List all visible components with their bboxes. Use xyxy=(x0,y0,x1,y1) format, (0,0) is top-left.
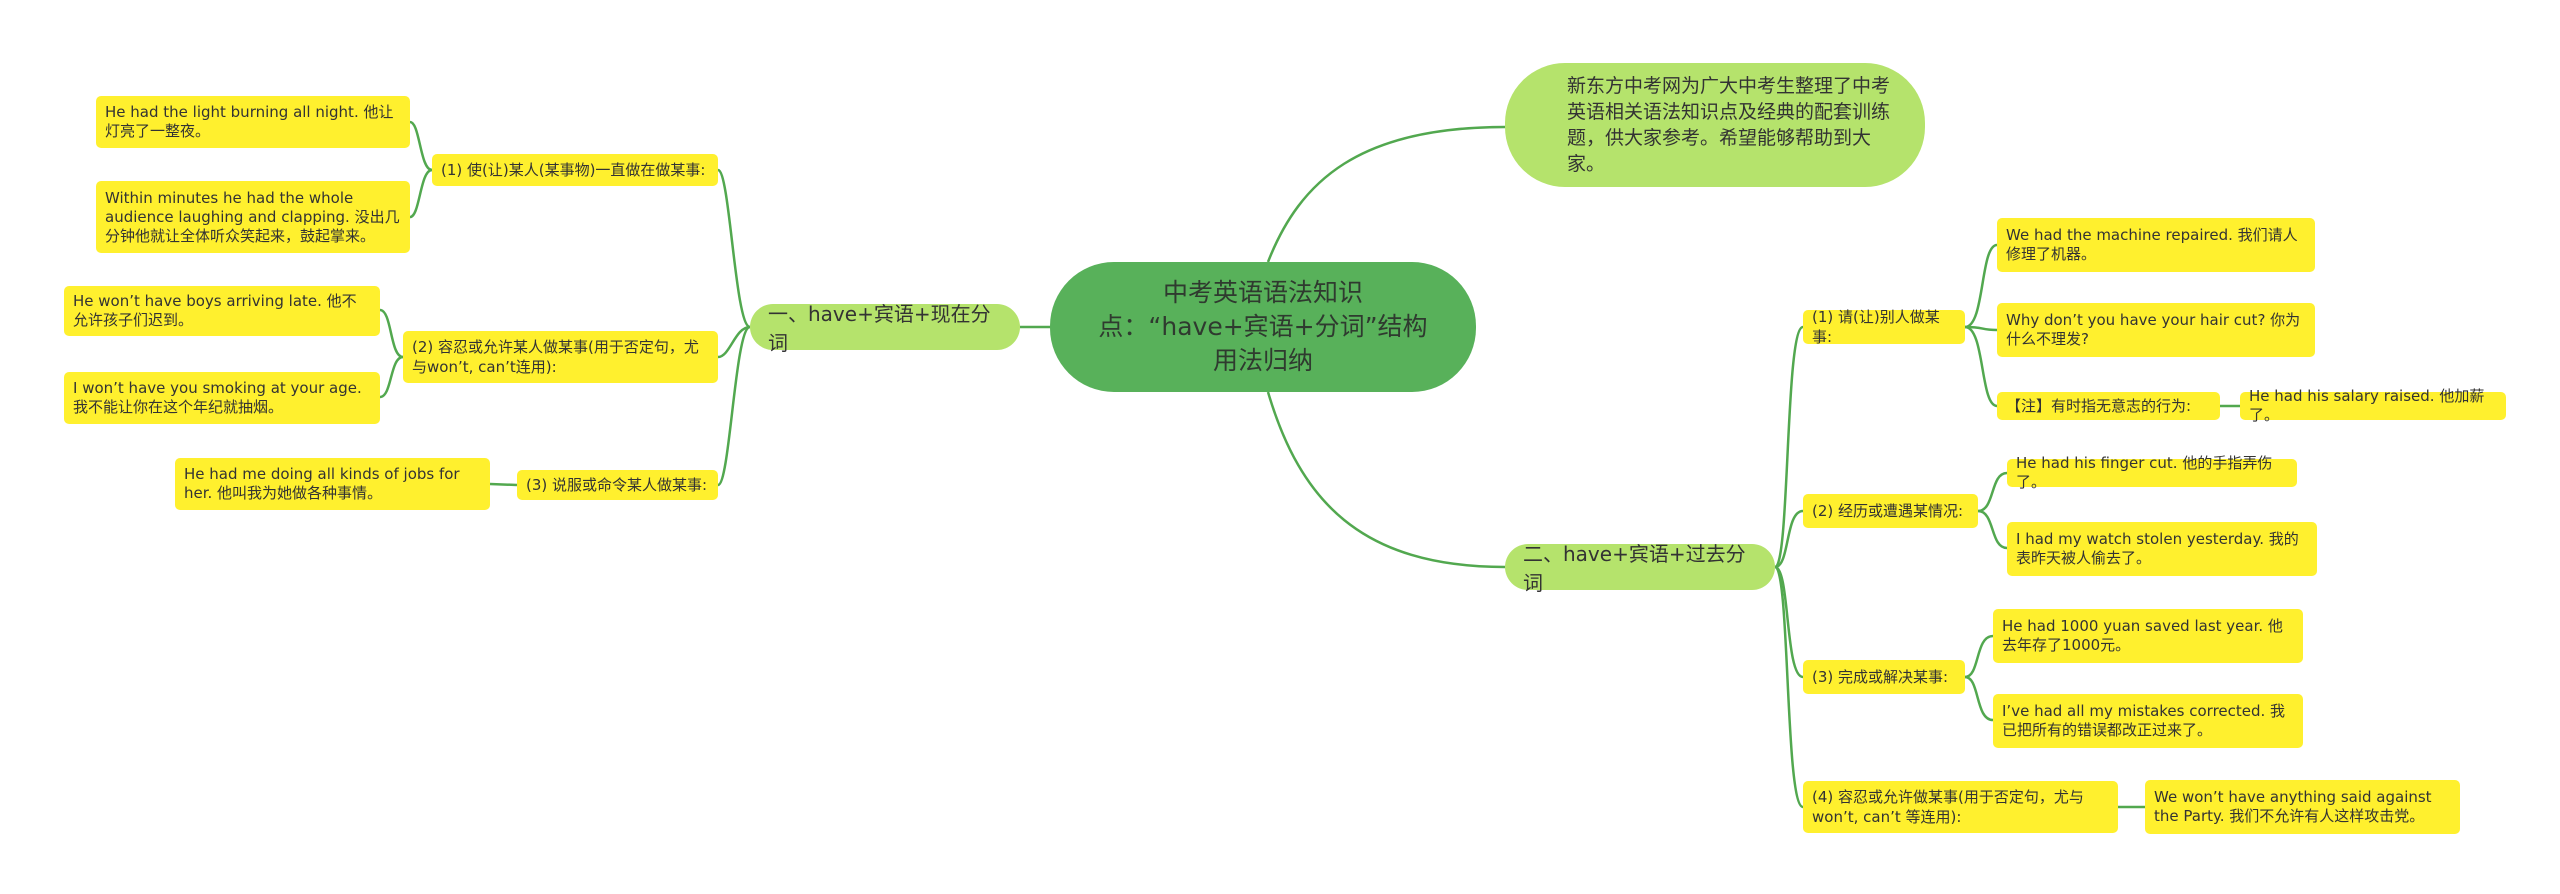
sub-keep-doing[interactable]: (1) 使(让)某人(某事物)一直做在做某事: xyxy=(432,154,718,186)
link-b1-sub1 xyxy=(716,168,751,329)
leaf-example[interactable]: We had the machine repaired. 我们请人修理了机器。 xyxy=(1997,218,2315,272)
leaf-text: Within minutes he had the whole audience… xyxy=(105,188,400,245)
sub-tolerate[interactable]: (2) 容忍或允许某人做某事(用于否定句，尤与won’t, can’t连用): xyxy=(403,331,718,383)
link-b1-sub3 xyxy=(716,325,751,487)
sub-ask-someone[interactable]: (1) 请(让)别人做某事: xyxy=(1803,308,1965,346)
leaf-text: 【注】有时指无意志的行为: xyxy=(2006,396,2192,415)
leaf-example[interactable]: I won’t have you smoking at your age. 我不… xyxy=(64,372,380,424)
link-s13-l1 xyxy=(489,482,518,487)
link-s11-l1 xyxy=(409,120,433,172)
sub-persuade[interactable]: (3) 说服或命令某人做某事: xyxy=(517,470,718,500)
link-s21-l1 xyxy=(1964,243,1998,329)
link-s12-l2 xyxy=(379,355,404,399)
leaf-text: He had the light burning all night. 他让灯亮… xyxy=(105,103,394,140)
leaf-text: I won’t have you smoking at your age. 我不… xyxy=(73,379,362,416)
root-topic[interactable]: 中考英语语法知识点：“have+宾语+分词”结构用法归纳 xyxy=(1050,262,1476,392)
sub-label: (3) 完成或解决某事: xyxy=(1812,668,1949,686)
leaf-example[interactable]: He won’t have boys arriving late. 他不允许孩子… xyxy=(64,286,380,336)
link-s12-l1 xyxy=(379,308,404,359)
leaf-example[interactable]: We won’t have anything said against the … xyxy=(2145,780,2460,834)
link-b2-sub3 xyxy=(1774,565,1804,679)
leaf-example[interactable]: He had his salary raised. 他加薪了。 xyxy=(2240,387,2506,424)
link-s21-l3 xyxy=(1964,325,1998,408)
sub-label: (3) 说服或命令某人做某事: xyxy=(526,476,708,494)
leaf-example[interactable]: He had the light burning all night. 他让灯亮… xyxy=(96,96,410,148)
leaf-example[interactable]: He had me doing all kinds of jobs for he… xyxy=(175,458,490,510)
intro-note-text: 新东方中考网为广大中考生整理了中考英语相关语法知识点及经典的配套训练题，供大家参… xyxy=(1567,75,1891,175)
leaf-text: He won’t have boys arriving late. 他不允许孩子… xyxy=(73,292,357,329)
leaf-text: He had his finger cut. 他的手指弄伤了。 xyxy=(2016,454,2273,491)
link-b2-sub1 xyxy=(1773,325,1805,569)
leaf-text: He had 1000 yuan saved last year. 他去年存了1… xyxy=(2002,617,2283,654)
link-s23-l2 xyxy=(1964,675,1994,722)
leaf-note[interactable]: 【注】有时指无意志的行为: xyxy=(1997,392,2220,420)
leaf-text: We won’t have anything said against the … xyxy=(2154,788,2432,825)
link-s11-l2 xyxy=(409,168,433,219)
leaf-example[interactable]: I’ve had all my mistakes corrected. 我已把所… xyxy=(1993,694,2303,748)
leaf-text: I had my watch stolen yesterday. 我的表昨天被人… xyxy=(2016,530,2299,567)
link-root-intro xyxy=(1266,125,1506,263)
link-b2-sub2 xyxy=(1774,509,1804,569)
link-s22-l1 xyxy=(1977,471,2008,513)
branch-present-participle[interactable]: 一、have+宾语+现在分词 xyxy=(750,302,1020,355)
leaf-example[interactable]: He had his finger cut. 他的手指弄伤了。 xyxy=(2007,454,2297,491)
intro-note[interactable]: 新东方中考网为广大中考生整理了中考英语相关语法知识点及经典的配套训练题，供大家参… xyxy=(1505,63,1925,187)
branch-label: 二、have+宾语+过去分词 xyxy=(1523,542,1746,595)
sub-label: (1) 使(让)某人(某事物)一直做在做某事: xyxy=(441,161,706,179)
branch-past-participle[interactable]: 二、have+宾语+过去分词 xyxy=(1505,542,1775,595)
sub-experience[interactable]: (2) 经历或遭遇某情况: xyxy=(1803,494,1978,528)
sub-label: (1) 请(让)别人做某事: xyxy=(1812,308,1940,346)
sub-label: (2) 容忍或允许某人做某事(用于否定句，尤与won’t, can’t连用): xyxy=(412,338,699,376)
leaf-example[interactable]: Why don’t you have your hair cut? 你为什么不理… xyxy=(1997,303,2315,357)
leaf-text: He had his salary raised. 他加薪了。 xyxy=(2249,387,2485,424)
sub-label: (2) 经历或遭遇某情况: xyxy=(1812,502,1964,520)
link-root-branch2 xyxy=(1266,391,1506,569)
leaf-text: I’ve had all my mistakes corrected. 我已把所… xyxy=(2002,702,2286,739)
sub-allow[interactable]: (4) 容忍或允许做某事(用于否定句，尤与won’t, can’t 等连用): xyxy=(1803,781,2118,833)
leaf-example[interactable]: I had my watch stolen yesterday. 我的表昨天被人… xyxy=(2007,522,2317,576)
sub-complete[interactable]: (3) 完成或解决某事: xyxy=(1803,660,1965,694)
leaf-text: Why don’t you have your hair cut? 你为什么不理… xyxy=(2006,311,2301,348)
leaf-example[interactable]: Within minutes he had the whole audience… xyxy=(96,181,410,253)
link-s22-l2 xyxy=(1977,509,2008,550)
leaf-text: He had me doing all kinds of jobs for he… xyxy=(184,465,460,502)
sub-label: (4) 容忍或允许做某事(用于否定句，尤与won’t, can’t 等连用): xyxy=(1812,788,2084,826)
leaf-text: We had the machine repaired. 我们请人修理了机器。 xyxy=(2006,226,2298,263)
link-b2-sub4 xyxy=(1773,565,1805,809)
link-s23-l1 xyxy=(1964,634,1994,679)
branch-label: 一、have+宾语+现在分词 xyxy=(768,302,991,355)
leaf-example[interactable]: He had 1000 yuan saved last year. 他去年存了1… xyxy=(1993,609,2303,663)
root-topic-label: 中考英语语法知识点：“have+宾语+分词”结构用法归纳 xyxy=(1098,278,1428,375)
link-b1-sub2 xyxy=(717,325,751,359)
